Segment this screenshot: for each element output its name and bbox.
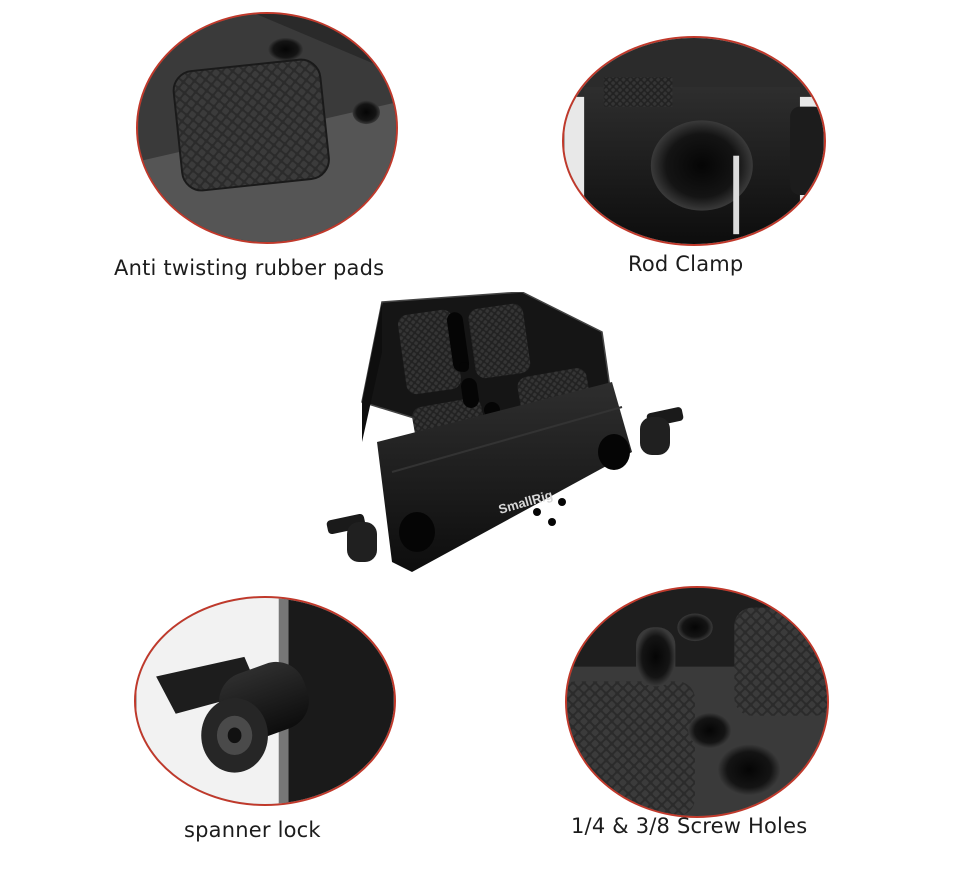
baseplate-product-image: SmallRig (326, 292, 684, 572)
caption-screw-holes: 1/4 & 3/8 Screw Holes (571, 814, 808, 838)
detail-rod-clamp-image (562, 36, 826, 246)
spanner-lock-illustration (136, 598, 394, 804)
detail-rubber-pads-image (136, 12, 398, 244)
caption-rod-clamp: Rod Clamp (628, 252, 744, 276)
rubber-pads-illustration (138, 14, 396, 242)
rod-clamp-illustration (564, 38, 824, 244)
caption-spanner-lock: spanner lock (184, 818, 321, 842)
caption-rubber-pads: Anti twisting rubber pads (114, 256, 385, 280)
screw-holes-illustration (567, 588, 827, 816)
detail-spanner-lock-image (134, 596, 396, 806)
detail-screw-holes-image (565, 586, 829, 818)
